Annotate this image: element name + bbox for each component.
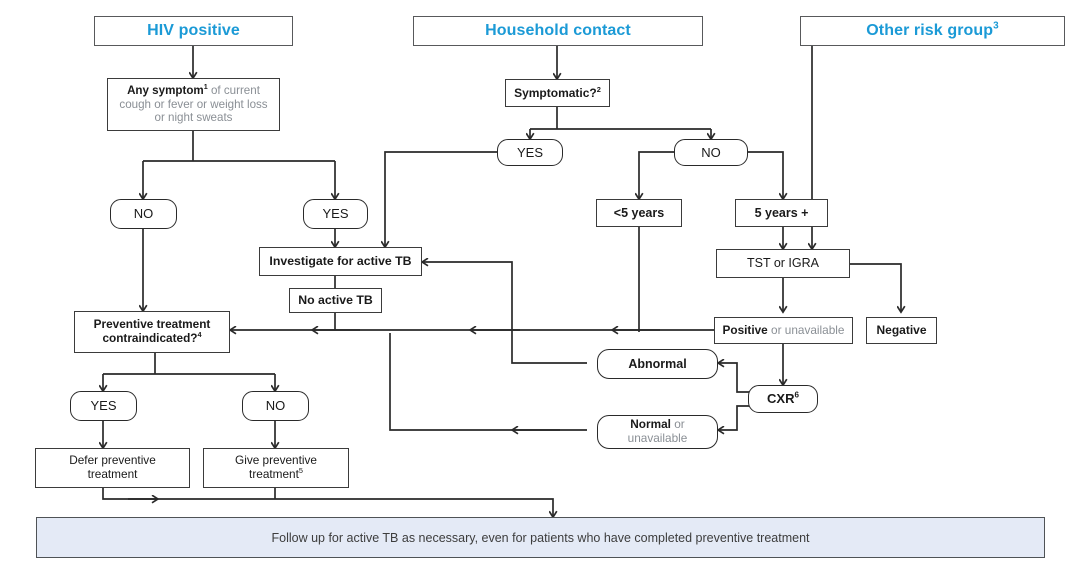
wire-bottom-bus	[102, 488, 553, 517]
banner-follow-up-label: Follow up for active TB as necessary, ev…	[271, 530, 810, 545]
node-contraindicated-text: Preventive treatment contraindicated?4	[93, 317, 211, 346]
node-5-years-plus-label: 5 years +	[754, 205, 809, 220]
wire-hhno-to-over5	[748, 151, 783, 199]
node-no-active-tb-label: No active TB	[298, 293, 373, 308]
node-positive-or-unavailable: Positive or unavailable	[714, 317, 853, 344]
header-household-contact-label: Household contact	[485, 21, 631, 39]
node-tst-or-igra: TST or IGRA	[716, 249, 850, 278]
any-symptom-rest: of current	[207, 83, 260, 97]
node-give-text: Give preventive treatment5	[235, 453, 317, 482]
node-defer-text: Defer preventive treatment	[69, 453, 156, 482]
any-symptom-bold: Any symptom	[127, 83, 204, 97]
wire-abnormal-to-investigate	[422, 262, 587, 364]
header-household-contact: Household contact	[413, 16, 703, 46]
normal-grey-line2: unavailable	[627, 431, 688, 445]
contraindicated-line2: contraindicated?4	[102, 330, 202, 345]
give-line2: treatment5	[249, 466, 303, 481]
footnote-ref-4: 4	[197, 330, 202, 340]
node-symptomatic: Symptomatic?2	[505, 79, 610, 107]
node-investigate-for-active-tb: Investigate for active TB	[259, 247, 422, 276]
node-abnormal: Abnormal	[597, 349, 718, 379]
contraindicated-line1: Preventive treatment	[93, 317, 211, 332]
normal-grey: or	[670, 417, 685, 432]
node-contraindicated-yes: YES	[70, 391, 137, 421]
node-any-symptom: Any symptom1 of current cough or fever o…	[107, 78, 280, 131]
node-under-5-years-label: <5 years	[613, 205, 665, 220]
node-contraindicated-yes-label: YES	[90, 398, 117, 414]
node-cxr-text: CXR6	[767, 391, 799, 407]
wire-symptomatic-split	[530, 107, 711, 130]
wire-normal-to-trunk	[389, 333, 587, 431]
node-household-no: NO	[674, 139, 748, 166]
node-negative: Negative	[866, 317, 937, 344]
node-positive-text: Positive or unavailable	[722, 322, 845, 338]
node-defer-preventive-treatment: Defer preventive treatment	[35, 448, 190, 488]
defer-line1: Defer preventive	[69, 453, 156, 468]
wire-hhyes-to-investigate	[385, 151, 497, 247]
node-household-yes: YES	[497, 139, 563, 166]
footnote-ref-6: 6	[794, 391, 799, 400]
footnote-ref-3: 3	[993, 20, 999, 32]
any-symptom-line2: cough or fever or weight loss	[119, 97, 268, 111]
footnote-ref-5: 5	[298, 466, 303, 476]
positive-grey: or unavailable	[767, 322, 845, 337]
node-hiv-yes-label: YES	[322, 206, 349, 222]
give-line1: Give preventive	[235, 453, 317, 468]
node-no-active-tb: No active TB	[289, 288, 382, 313]
node-hiv-no-label: NO	[133, 206, 154, 222]
wire-contra-split	[103, 353, 275, 375]
node-abnormal-label: Abnormal	[628, 356, 687, 371]
node-cxr: CXR6	[748, 385, 818, 413]
header-other-risk-group-label: Other risk group3	[866, 20, 999, 39]
node-preventive-treatment-contraindicated: Preventive treatment contraindicated?4	[74, 311, 230, 353]
node-hiv-no: NO	[110, 199, 177, 229]
wire-hhno-to-under5	[639, 151, 674, 199]
node-negative-label: Negative	[876, 323, 927, 338]
any-symptom-line3: or night sweats	[154, 111, 233, 125]
normal-bold: Normal	[630, 417, 671, 432]
node-under-5-years: <5 years	[596, 199, 682, 227]
node-any-symptom-text: Any symptom1 of current cough or fever o…	[119, 82, 268, 125]
node-hiv-yes: YES	[303, 199, 368, 229]
wire-symptom-split	[143, 131, 335, 162]
node-investigate-label: Investigate for active TB	[269, 254, 412, 269]
banner-follow-up: Follow up for active TB as necessary, ev…	[36, 517, 1045, 558]
node-normal-text: Normal or unavailable	[627, 417, 688, 446]
node-give-preventive-treatment: Give preventive treatment5	[203, 448, 349, 488]
node-household-yes-label: YES	[516, 144, 543, 160]
footnote-ref-1: 1	[203, 82, 208, 92]
node-household-no-label: NO	[701, 144, 721, 160]
header-other-risk-group: Other risk group3	[800, 16, 1065, 46]
wire-tst-to-negative	[850, 263, 901, 312]
positive-bold: Positive	[722, 322, 768, 337]
node-contraindicated-no-label: NO	[265, 398, 286, 414]
footnote-ref-2: 2	[596, 84, 601, 94]
node-contraindicated-no: NO	[242, 391, 309, 421]
node-normal-or-unavailable: Normal or unavailable	[597, 415, 718, 449]
node-tst-or-igra-label: TST or IGRA	[746, 256, 819, 271]
defer-line2: treatment	[87, 467, 138, 481]
node-symptomatic-text: Symptomatic?2	[514, 84, 601, 100]
node-5-years-plus: 5 years +	[735, 199, 828, 227]
header-hiv-positive-label: HIV positive	[147, 21, 240, 39]
header-hiv-positive: HIV positive	[94, 16, 293, 46]
